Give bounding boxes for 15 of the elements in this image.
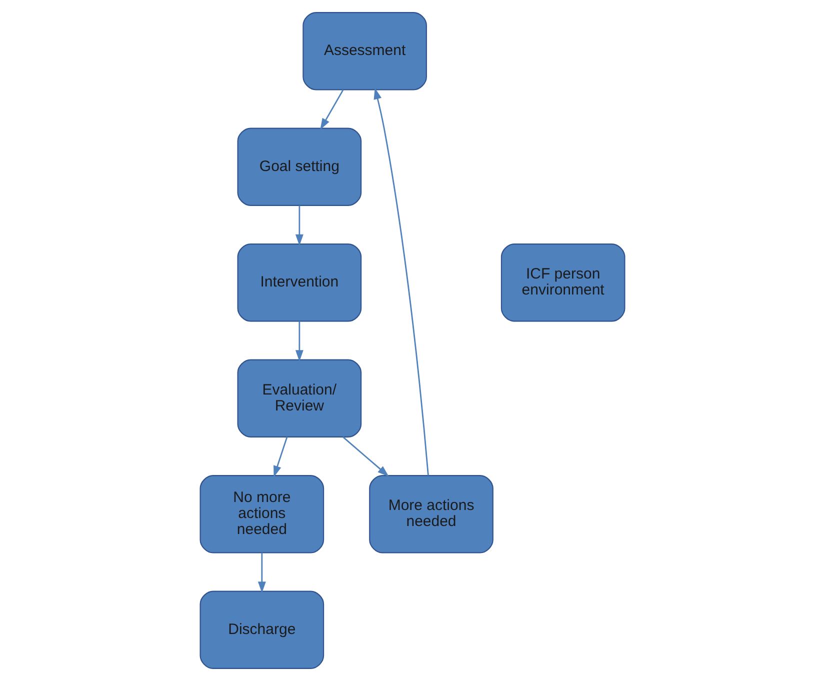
arrow xyxy=(374,88,429,476)
node-box: ICF person environment xyxy=(500,244,626,322)
node-box: Intervention xyxy=(237,244,362,322)
arrow xyxy=(320,89,344,130)
arrow xyxy=(342,436,389,477)
node-box: Discharge xyxy=(200,590,324,669)
arrow xyxy=(258,552,266,594)
node-box: No more actions needed xyxy=(200,475,324,554)
node-box: Assessment xyxy=(302,12,427,90)
arrow xyxy=(295,321,304,362)
arrow xyxy=(274,436,288,478)
node-box: Evaluation/ Review xyxy=(237,359,362,438)
arrow xyxy=(295,205,304,246)
node-box: More actions needed xyxy=(369,475,494,554)
node-box: Goal setting xyxy=(237,128,362,206)
